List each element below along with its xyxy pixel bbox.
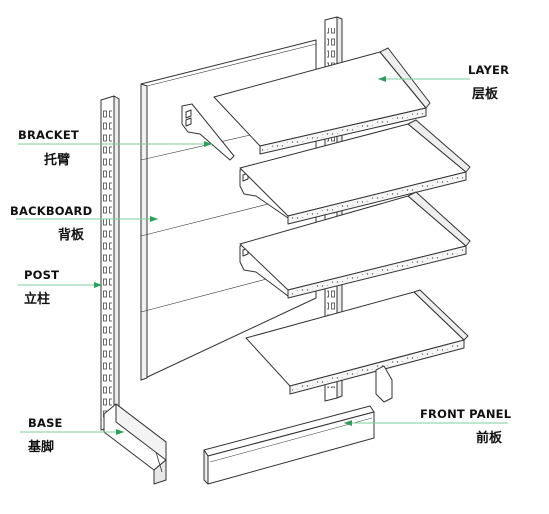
layer-2: [239, 119, 471, 225]
front-post: [100, 95, 120, 431]
front-panel-label-zh: 前板: [476, 431, 503, 446]
bracket-4: [375, 365, 393, 403]
post-label-zh: 立柱: [24, 292, 51, 307]
backboard-label-zh: 背板: [58, 228, 85, 243]
layer-label-zh: 层板: [472, 87, 499, 102]
base-foot: [103, 403, 167, 485]
base-label: BASE: [28, 416, 63, 430]
layer-1: [213, 47, 431, 155]
bracket-label: BRACKET: [18, 128, 79, 142]
front-panel-label: FRONT PANEL: [420, 407, 512, 421]
leader-lines: [16, 78, 508, 433]
layer-label: LAYER: [468, 63, 510, 77]
layer-3: [239, 191, 471, 299]
layer-4: [245, 289, 469, 395]
backboard-label: BACKBOARD: [10, 204, 93, 218]
leader-arrows: [94, 76, 386, 435]
post-label: POST: [24, 268, 60, 282]
bracket-label-zh: 托臂: [44, 153, 71, 168]
front-panel-board: [203, 405, 375, 485]
bracket-1: [181, 103, 235, 161]
base-label-zh: 基脚: [28, 440, 55, 455]
